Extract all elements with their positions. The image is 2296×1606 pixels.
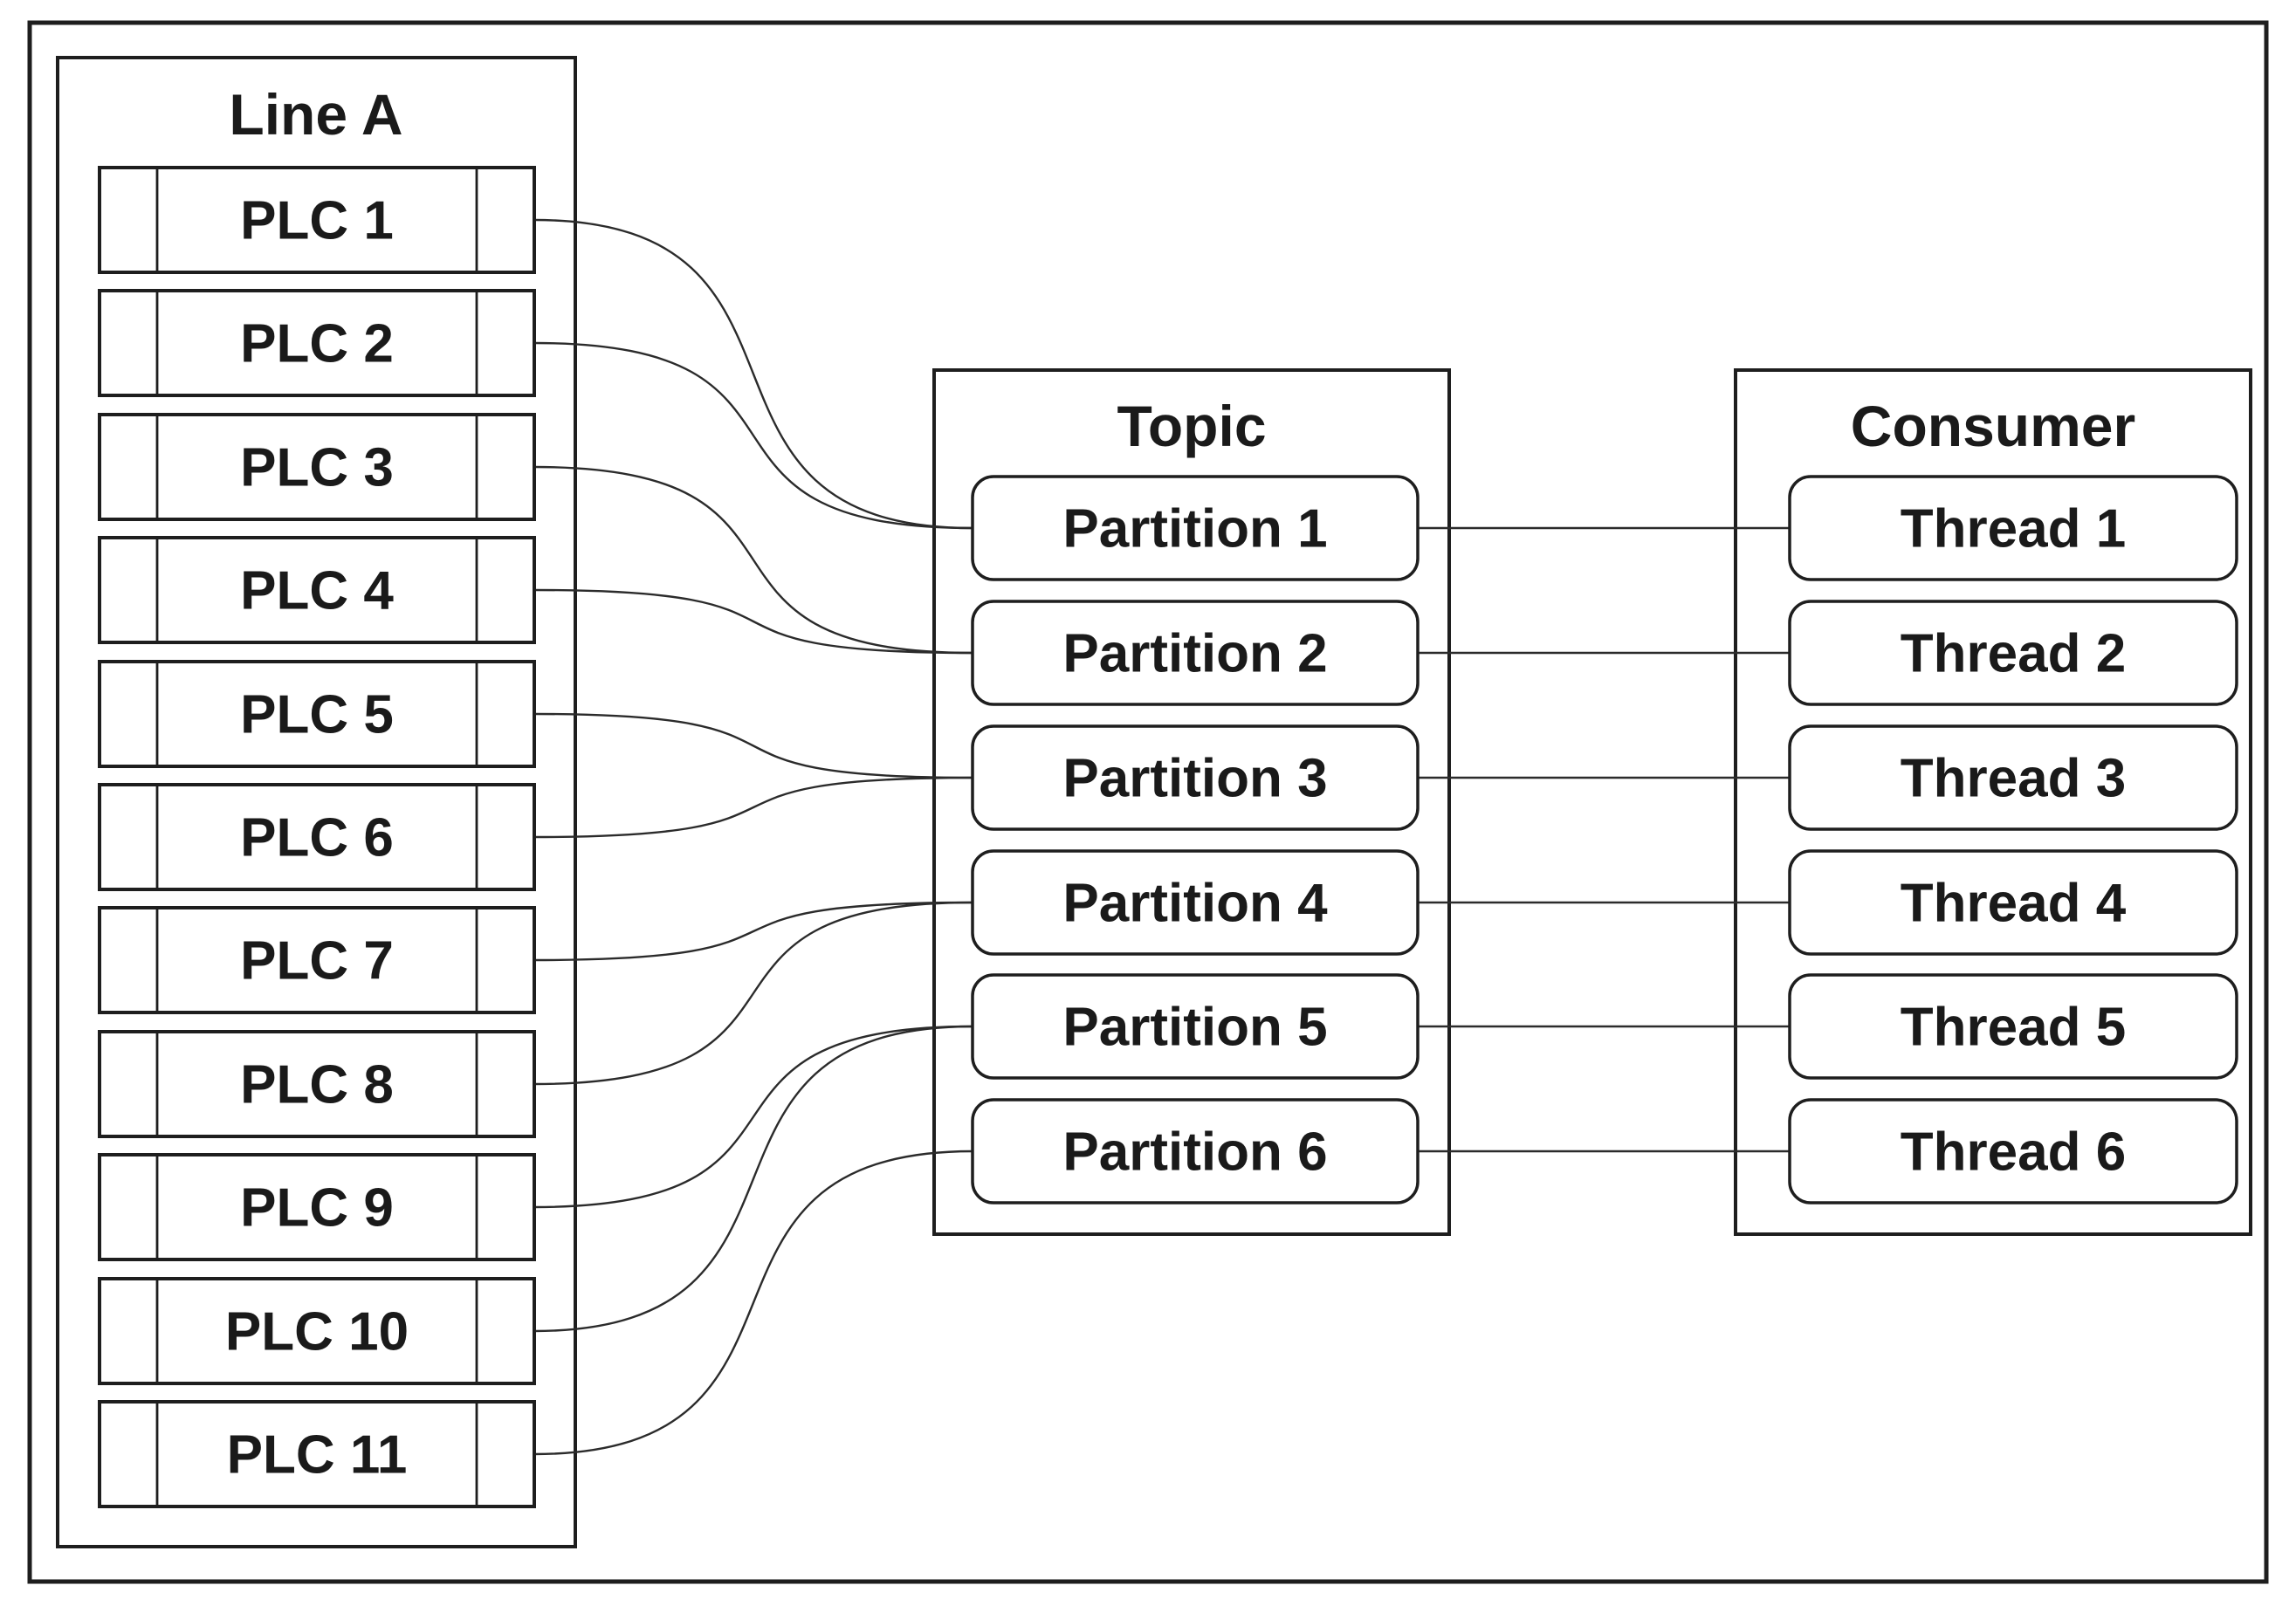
partition-5-box	[971, 973, 1420, 1080]
plc-7-box	[98, 906, 536, 1014]
plc-4-label: PLC 4	[240, 561, 394, 621]
plc-4-box	[98, 536, 536, 644]
connector-plc-6-to-partition-3	[533, 776, 973, 839]
connector-plc-9-to-partition-5	[533, 1025, 973, 1209]
partition-4-box	[971, 849, 1420, 956]
plc-9-label: PLC 9	[240, 1178, 394, 1239]
plc-1-box	[98, 166, 536, 274]
connector-plc-3-to-partition-2	[533, 465, 973, 655]
thread-3-node: Thread 3	[1788, 724, 2238, 831]
connector-plc-11-to-partition-6	[533, 1150, 973, 1456]
connector-plc-4-to-partition-2	[533, 588, 973, 655]
partition-4-node: Partition 4	[971, 849, 1420, 956]
connector-plc-1-to-partition-1	[533, 218, 973, 530]
plc-6-box	[98, 783, 536, 891]
thread-2-node: Thread 2	[1788, 600, 2238, 706]
plc-10-label: PLC 10	[225, 1302, 409, 1362]
thread-5-box	[1788, 973, 2238, 1080]
thread-1-label: Thread 1	[1901, 499, 2126, 559]
thread-5-label: Thread 5	[1901, 998, 2126, 1058]
thread-2-label: Thread 2	[1901, 624, 2126, 684]
thread-1-box	[1788, 475, 2238, 581]
plc-1-label: PLC 1	[240, 191, 394, 251]
line-a-title: Line A	[229, 82, 402, 147]
partition-6-label: Partition 6	[1062, 1122, 1327, 1183]
connector-plc-10-to-partition-5	[533, 1025, 973, 1333]
partition-2-label: Partition 2	[1062, 624, 1327, 684]
thread-6-node: Thread 6	[1788, 1098, 2238, 1204]
connector-plc-7-to-partition-4	[533, 901, 973, 962]
plc-3-box	[98, 413, 536, 521]
plc-9-node: PLC 9	[98, 1153, 536, 1261]
partition-1-box	[971, 475, 1420, 581]
plc-7-label: PLC 7	[240, 931, 394, 992]
thread-5-node: Thread 5	[1788, 973, 2238, 1080]
plc-5-label: PLC 5	[240, 685, 394, 745]
plc-5-box	[98, 660, 536, 768]
plc-2-label: PLC 2	[240, 314, 394, 374]
plc-6-label: PLC 6	[240, 808, 394, 868]
connector-plc-8-to-partition-4	[533, 901, 973, 1086]
plc-3-node: PLC 3	[98, 413, 536, 521]
thread-4-label: Thread 4	[1901, 874, 2127, 934]
partition-2-box	[971, 600, 1420, 706]
partition-5-label: Partition 5	[1062, 998, 1327, 1058]
plc-8-label: PLC 8	[240, 1055, 394, 1115]
plc-1-node: PLC 1	[98, 166, 536, 274]
partition-6-box	[971, 1098, 1420, 1204]
plc-8-node: PLC 8	[98, 1030, 536, 1138]
partition-2-node: Partition 2	[971, 600, 1420, 706]
partition-5-node: Partition 5	[971, 973, 1420, 1080]
partition-1-label: Partition 1	[1062, 499, 1327, 559]
plc-2-box	[98, 289, 536, 397]
plc-10-box	[98, 1277, 536, 1385]
thread-4-box	[1788, 849, 2238, 956]
plc-4-node: PLC 4	[98, 536, 536, 644]
topic-title: Topic	[1117, 394, 1266, 458]
consumer-title: Consumer	[1851, 394, 2135, 458]
plc-6-node: PLC 6	[98, 783, 536, 891]
partition-3-box	[971, 724, 1420, 831]
thread-1-node: Thread 1	[1788, 475, 2238, 581]
plc-7-node: PLC 7	[98, 906, 536, 1014]
plc-11-box	[98, 1400, 536, 1508]
thread-4-node: Thread 4	[1788, 849, 2238, 956]
thread-3-box	[1788, 724, 2238, 831]
plc-11-label: PLC 11	[227, 1425, 408, 1486]
plc-3-label: PLC 3	[240, 438, 394, 498]
plc-9-box	[98, 1153, 536, 1261]
plc-10-node: PLC 10	[98, 1277, 536, 1385]
thread-3-label: Thread 3	[1901, 749, 2126, 809]
thread-2-box	[1788, 600, 2238, 706]
partition-3-label: Partition 3	[1062, 749, 1327, 809]
plc-11-node: PLC 11	[98, 1400, 536, 1508]
plc-5-node: PLC 5	[98, 660, 536, 768]
thread-6-label: Thread 6	[1901, 1122, 2126, 1183]
connector-plc-2-to-partition-1	[533, 341, 973, 530]
partition-1-node: Partition 1	[971, 475, 1420, 581]
partition-6-node: Partition 6	[971, 1098, 1420, 1204]
plc-2-node: PLC 2	[98, 289, 536, 397]
connector-plc-5-to-partition-3	[533, 712, 973, 779]
plc-8-box	[98, 1030, 536, 1138]
thread-6-box	[1788, 1098, 2238, 1204]
partition-3-node: Partition 3	[971, 724, 1420, 831]
partition-4-label: Partition 4	[1062, 874, 1328, 934]
